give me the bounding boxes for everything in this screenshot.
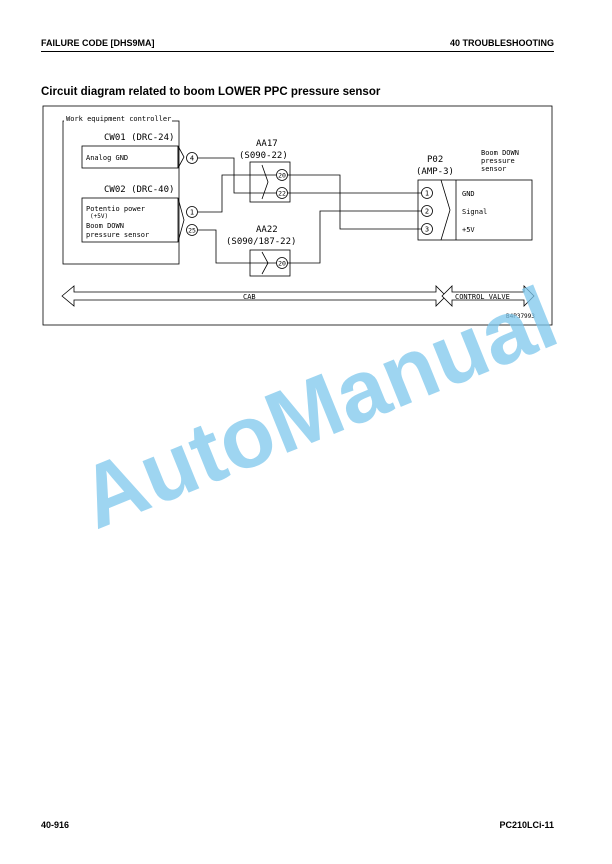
sensor-name-1: Boom DOWN <box>481 149 519 157</box>
p02-sub: (AMP-3) <box>416 167 454 177</box>
cw02-signal-1b: (+5V) <box>90 213 108 220</box>
cw02-connector-shape <box>177 197 185 243</box>
cw02-signal-2b: pressure sensor <box>86 231 149 239</box>
p02-label: P02 <box>427 155 443 165</box>
wiring <box>198 157 421 264</box>
sensor-signal-signal: Signal <box>462 208 487 216</box>
aa17-pin-20-label: 20 <box>278 172 286 180</box>
sensor-name-2: pressure <box>481 157 515 165</box>
header-left: FAILURE CODE [DHS9MA] <box>41 38 155 48</box>
cw02-signal-1a: Potentio power <box>86 205 145 213</box>
sensor-signal-gnd: GND <box>462 190 475 198</box>
controller-label: Work equipment controller <box>66 115 171 123</box>
wire-cw01-4 <box>198 157 276 194</box>
aa17-label: AA17 <box>256 139 278 149</box>
cw01-signal: Analog GND <box>86 154 128 162</box>
section-title: Circuit diagram related to boom LOWER PP… <box>41 86 381 98</box>
p02-connector-shape <box>440 179 451 241</box>
zone-cab-label: CAB <box>243 293 256 301</box>
cw02-pin-25-label: 25 <box>188 227 196 235</box>
controller-label-bg <box>64 113 172 123</box>
sensor-box <box>417 179 533 241</box>
aa22-sub: (S090/187-22) <box>226 237 296 247</box>
cw02-pin-25 <box>186 224 198 236</box>
aa17-pin-20 <box>276 169 288 181</box>
zone-valve-label: CONTROL VALVE <box>455 293 510 301</box>
aa22-pin-20-label: 20 <box>278 260 286 268</box>
aa17-pin-22-label: 22 <box>278 190 286 198</box>
aa22-pin-20 <box>276 257 288 269</box>
header-right: 40 TROUBLESHOOTING <box>449 38 554 48</box>
zone-arrows <box>61 285 535 307</box>
cw01-connector-shape <box>177 145 185 169</box>
figure-id: B4P37993 <box>506 313 535 320</box>
p02-pin-2 <box>421 205 433 217</box>
footer-right: PC210LCi-11 <box>499 820 554 830</box>
aa17-pin-22 <box>276 187 288 199</box>
cw01-label: CW01 (DRC-24) <box>104 133 174 143</box>
p02-pin-2-label: 2 <box>425 208 429 216</box>
wire-aa17-20 <box>288 174 421 230</box>
wire-aa22-20 <box>288 210 421 264</box>
cw02-pin-1 <box>186 206 198 218</box>
sensor-name-3: sensor <box>481 165 506 173</box>
cw01-pin-4-label: 4 <box>190 155 194 163</box>
sensor-signal-5v: +5V <box>462 226 475 234</box>
p02-pin-3-label: 3 <box>425 226 429 234</box>
aa22-label: AA22 <box>256 225 278 235</box>
cw02-signal-2a: Boom DOWN <box>86 222 124 230</box>
aa17-connector-shape <box>261 164 269 200</box>
cw02-box <box>81 197 179 243</box>
p02-pin-1 <box>421 187 433 199</box>
aa17-sub: (S090-22) <box>239 151 288 161</box>
diagram-frame <box>42 105 553 326</box>
cw01-pin-4 <box>186 152 198 164</box>
footer-left: 40-916 <box>41 820 70 830</box>
header-rule <box>41 51 554 52</box>
wire-cw02-25 <box>198 229 276 264</box>
cw02-pin-1-label: 1 <box>190 209 194 217</box>
wire-cw02-1 <box>198 174 276 213</box>
control-valve-zone-arrow <box>441 285 535 307</box>
cw02-label: CW02 (DRC-40) <box>104 185 174 195</box>
aa17-box <box>249 161 291 203</box>
p02-pin-1-label: 1 <box>425 190 429 198</box>
p02-pin-3 <box>421 223 433 235</box>
